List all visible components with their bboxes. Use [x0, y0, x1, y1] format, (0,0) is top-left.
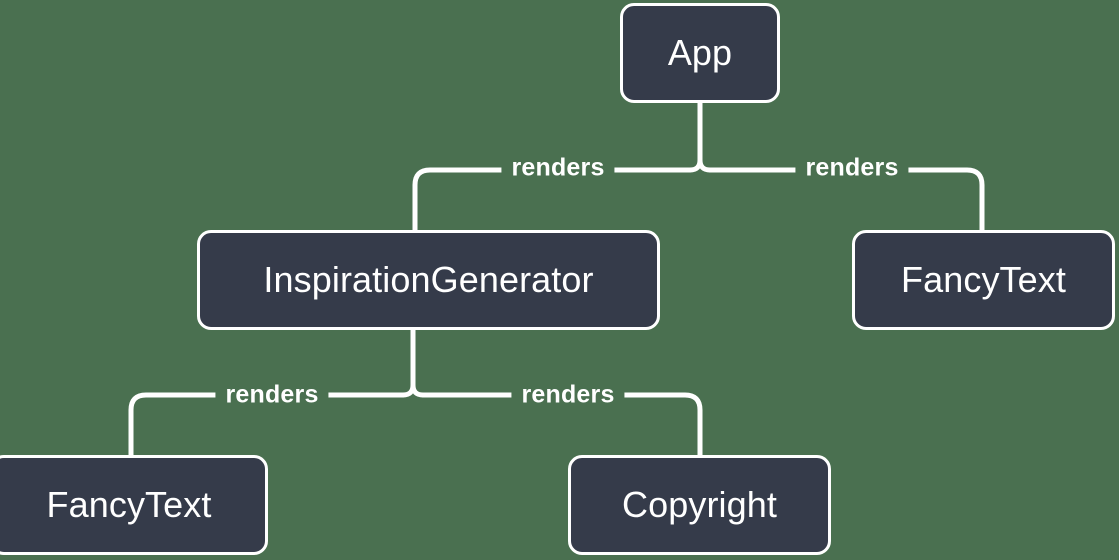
node-fancytext-left-label: FancyText — [46, 484, 212, 525]
node-inspirationgenerator[interactable]: InspirationGenerator — [197, 230, 660, 330]
edge-label-app-to-inspiration: renders — [501, 155, 615, 181]
node-app[interactable]: App — [620, 3, 780, 103]
edge-inspiration-to-fancytext-left — [128, 392, 406, 458]
node-copyright-label: Copyright — [622, 484, 777, 525]
edge-label-app-to-fancytext-right: renders — [795, 155, 909, 181]
node-inspirationgenerator-label: InspirationGenerator — [263, 259, 594, 300]
edge-label-inspiration-to-fancytext-left: renders — [215, 382, 329, 408]
edge-label-inspiration-to-copyright: renders — [511, 382, 625, 408]
node-app-label: App — [667, 32, 733, 73]
node-fancytext-left[interactable]: FancyText — [0, 455, 268, 555]
node-fancytext-right-label: FancyText — [901, 259, 1066, 300]
node-fancytext-right[interactable]: FancyText — [852, 230, 1115, 330]
edge-app-to-inspiration — [412, 167, 693, 233]
edge-inspiration-to-copyright — [420, 392, 703, 458]
edge-app-to-fancytext-right — [707, 167, 985, 233]
node-copyright[interactable]: Copyright — [568, 455, 831, 555]
